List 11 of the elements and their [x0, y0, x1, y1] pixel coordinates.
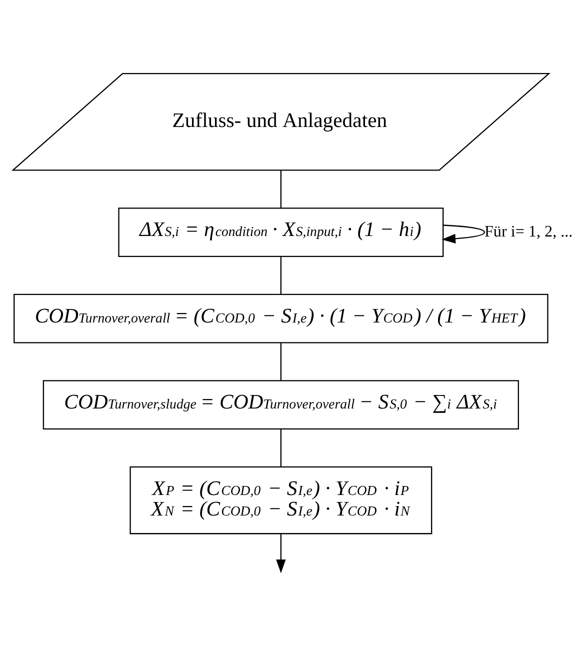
- node-box: XP = (CCOD,0 − SI,e) · YCOD · iP XN = (CCOD,0 − SI,e) · YCOD · iN: [130, 466, 432, 534]
- connector: [280, 170, 282, 208]
- connector: [280, 429, 282, 467]
- arrow: [442, 224, 486, 244]
- node-box: ΔXS,i = ηcondition · XS,input,i · (1 − hi): [118, 208, 444, 258]
- connector: [280, 343, 282, 380]
- node-box: CODTurnover,sludge = CODTurnover,overall − SS,0 − ∑i ΔXS,i: [42, 380, 519, 430]
- node-box: CODTurnover,overall = (CCOD,0 − SI,e) · (1 − YCOD) / (1 − YHET): [14, 294, 548, 344]
- arrow: [276, 534, 286, 574]
- edge-label: Für i= 1, 2, ...: [484, 224, 573, 241]
- connector: [280, 256, 282, 294]
